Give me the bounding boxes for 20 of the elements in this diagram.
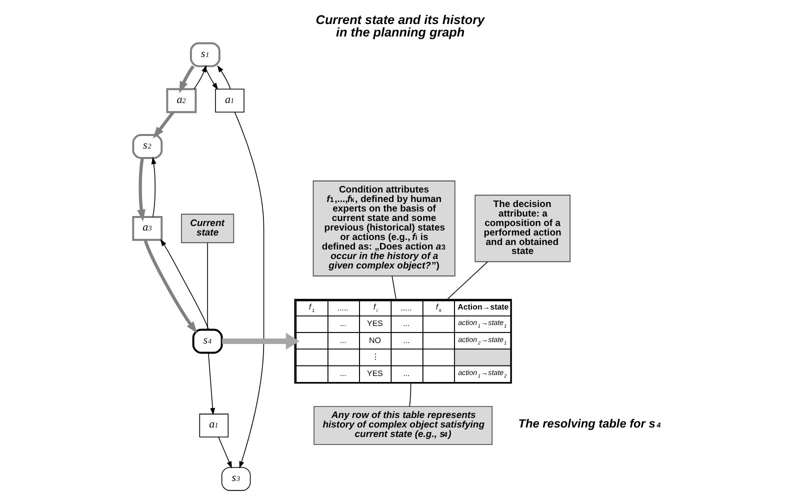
arrow [217, 65, 231, 90]
node-box: The decision attribute: a composition of a performed action and an obtained state [474, 194, 570, 262]
arrow [218, 436, 232, 469]
connector [392, 276, 396, 299]
arrow [194, 65, 207, 90]
node-box: Current state [181, 214, 234, 244]
connector [207, 242, 208, 330]
arrow [144, 240, 198, 334]
arrow [152, 111, 174, 139]
arrow [160, 239, 210, 330]
arrow [204, 66, 218, 90]
arrow [208, 352, 216, 416]
connector [409, 383, 412, 407]
arrow [179, 65, 195, 94]
connector [447, 261, 488, 300]
arrow [222, 332, 300, 350]
arrow [151, 156, 156, 218]
diagram-title: Current state and its history in the planning graph [316, 13, 485, 40]
arrow [234, 112, 264, 469]
arrow [137, 158, 146, 222]
